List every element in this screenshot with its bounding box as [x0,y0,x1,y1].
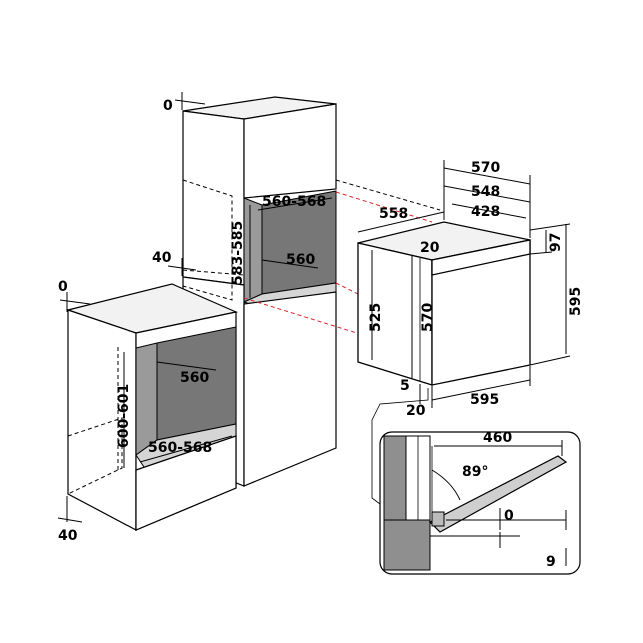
tall-side-gap-label: 40 [152,250,172,266]
detail-open-door [428,455,568,533]
oven-total-height-label: 595 [568,287,584,316]
oven-depth-548-label: 548 [471,184,500,200]
oven-height-525-label: 525 [368,303,384,332]
oven-side-depth-label: 558 [379,206,408,222]
oven-panel-ext-line [529,251,553,255]
oven-gap-20-label: 20 [406,403,426,419]
tall-niche-depth-label: 560 [286,252,315,268]
oven-gap-5-label: 5 [400,378,410,394]
base-cabinet-bottom-panel [135,435,237,531]
alignment-line-low [243,297,361,335]
base-top-dim-line [59,299,91,305]
oven: 570 548 428 558 20 97 595 525 570 5 20 5… [357,160,584,419]
base-niche-width-label: 560-568 [148,440,212,456]
detail-angle-label: 89° [462,464,488,480]
base-cabinet: 0 40 560 600-601 560-568 [57,279,238,544]
base-bottom-gap-label: 40 [58,528,78,544]
tall-hidden-line [182,269,245,276]
tall-niche-width-line [257,197,333,211]
oven-top-panel-label: 97 [548,233,564,252]
oven-depth-570-label: 570 [471,160,500,176]
tall-niche-height-label: 583-585 [230,221,246,285]
base-niche-width-line [139,435,233,463]
base-niche-height-label: 600-601 [116,384,132,448]
detail-hinge [431,511,445,527]
tall-cabinet-upper-side [243,103,337,199]
oven-bottom-ext-line [529,355,571,366]
tall-cabinet-lower-side [243,291,337,487]
tall-niche-width-label: 560-568 [262,194,326,210]
tall-top-dim-line [174,99,206,105]
oven-front-thickness-label: 20 [420,240,440,256]
oven-depth-548-line [443,185,531,203]
detail-angle-arc [431,469,461,501]
base-niche-depth-label: 560 [180,370,209,386]
base-niche-side [135,342,158,456]
oven-depth-428-label: 428 [471,204,500,220]
detail-0-label: 0 [504,508,514,524]
detail-cabinet-base [383,519,431,571]
tall-top-clearance-label: 0 [163,98,173,114]
base-top-clearance-label: 0 [58,279,68,295]
alignment-line-top [335,191,433,223]
oven-height-570-label: 570 [420,303,436,332]
detail-460-label: 460 [483,430,512,446]
tall-niche-side [243,197,263,303]
oven-width-label: 595 [470,392,499,408]
detail-9-label: 9 [546,554,556,570]
base-hidden-outline [67,417,123,495]
oven-depth-428-line [451,203,527,219]
detail-leader-line [371,388,429,505]
base-niche-depth-line [156,361,217,371]
oven-side-depth-line [357,211,445,233]
oven-top-ext-line [529,223,571,231]
door-detail: 460 89° 0 9 [371,388,581,575]
oven-depth-570-line [443,167,531,185]
oven-width-line [431,379,531,401]
base-gap-tick [57,517,83,523]
tall-niche-depth-line [261,259,319,269]
